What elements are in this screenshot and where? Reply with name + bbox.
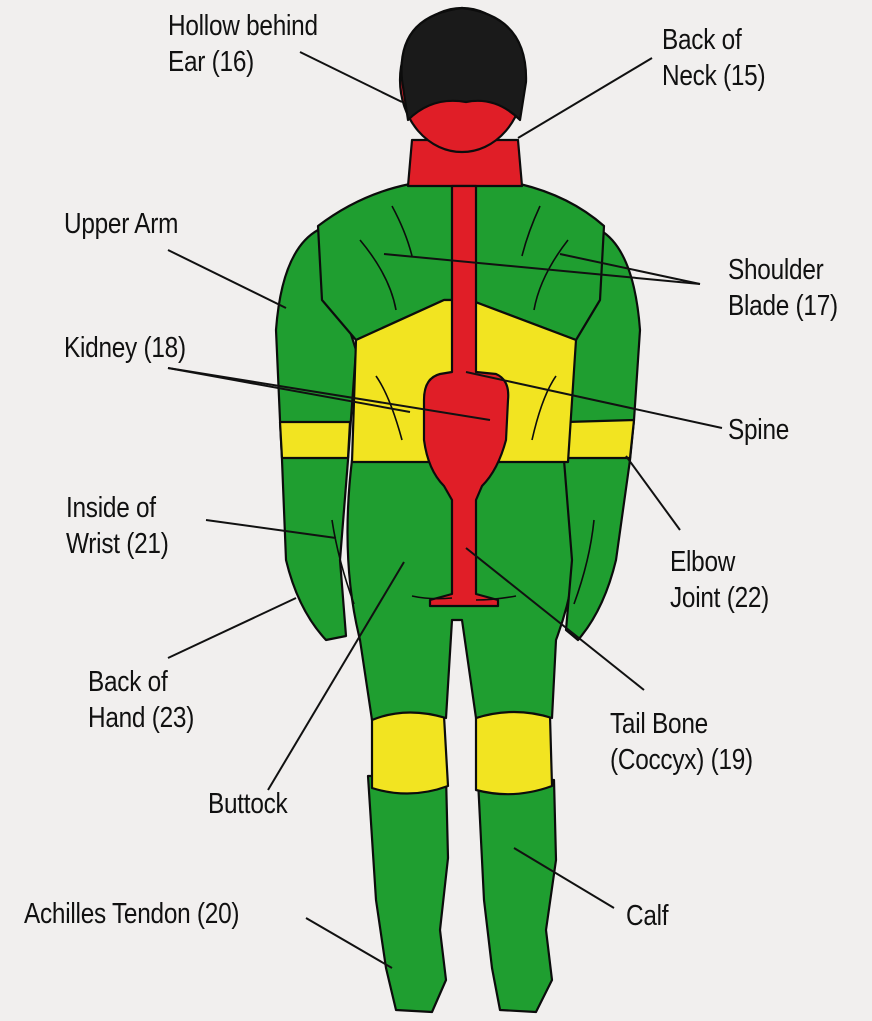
label-shoulder-blade: Shoulder Blade (17)	[728, 252, 838, 324]
label-line: Hollow behind	[168, 8, 318, 44]
label-line: Neck (15)	[662, 58, 765, 94]
label-calf: Calf	[626, 898, 668, 934]
label-line: Shoulder	[728, 252, 838, 288]
label-line: Wrist (21)	[66, 526, 169, 562]
label-inside-of-wrist: Inside of Wrist (21)	[66, 490, 169, 562]
right-knee-region	[476, 710, 552, 794]
label-kidney: Kidney (18)	[64, 330, 186, 366]
label-elbow-joint: Elbow Joint (22)	[670, 544, 769, 616]
label-line: Upper Arm	[64, 206, 178, 242]
label-line: Hand (23)	[88, 700, 194, 736]
label-line: Calf	[626, 898, 668, 934]
label-line: Elbow	[670, 544, 769, 580]
left-knee-region	[372, 710, 448, 793]
label-line: Blade (17)	[728, 288, 838, 324]
label-line: Back of	[662, 22, 765, 58]
label-line: Buttock	[208, 786, 287, 822]
label-achilles-tendon: Achilles Tendon (20)	[24, 896, 239, 932]
label-hollow-behind-ear: Hollow behind Ear (16)	[168, 8, 318, 80]
label-line: Inside of	[66, 490, 169, 526]
label-line: Back of	[88, 664, 194, 700]
label-line: Achilles Tendon (20)	[24, 896, 239, 932]
label-back-of-neck: Back of Neck (15)	[662, 22, 765, 94]
leader-back-neck	[518, 58, 652, 138]
label-back-of-hand: Back of Hand (23)	[88, 664, 194, 736]
label-line: Kidney (18)	[64, 330, 186, 366]
label-line: (Coccyx) (19)	[610, 742, 753, 778]
label-tail-bone: Tail Bone (Coccyx) (19)	[610, 706, 753, 778]
right-calf-region	[478, 780, 556, 1012]
label-line: Joint (22)	[670, 580, 769, 616]
label-line: Ear (16)	[168, 44, 318, 80]
leader-hand	[168, 598, 296, 658]
label-spine: Spine	[728, 412, 789, 448]
label-buttock: Buttock	[208, 786, 287, 822]
right-elbow-band	[566, 420, 634, 458]
label-line: Spine	[728, 412, 789, 448]
leader-elbow	[626, 456, 680, 530]
label-line: Tail Bone	[610, 706, 753, 742]
left-calf-region	[368, 776, 448, 1012]
label-upper-arm: Upper Arm	[64, 206, 178, 242]
left-elbow-band	[280, 422, 350, 458]
leader-upper-arm	[168, 250, 286, 308]
